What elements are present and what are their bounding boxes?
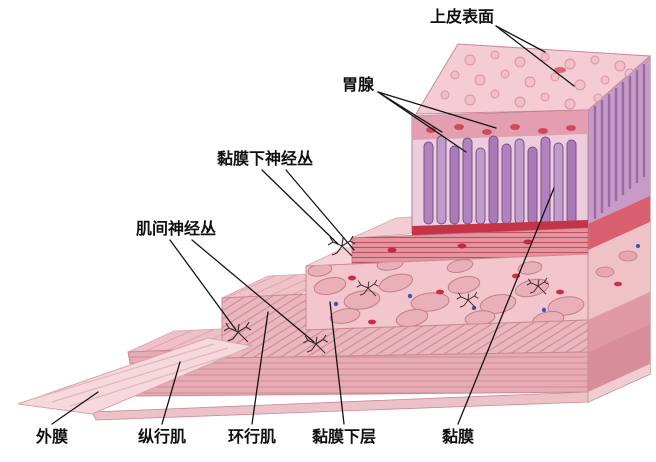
label-circular-muscle: 环行肌 bbox=[228, 427, 276, 446]
longitudinal-muscle-layer bbox=[127, 347, 589, 397]
side-band-circular-muscle bbox=[588, 292, 650, 352]
leader-submucosal-plexus-2 bbox=[285, 169, 355, 251]
label-serosa: 外膜 bbox=[35, 427, 68, 446]
leader-mucosa bbox=[457, 187, 555, 425]
leader-circular bbox=[251, 311, 269, 425]
side-band-longitudinal-muscle bbox=[588, 324, 650, 392]
mucosa-gland-block bbox=[351, 43, 652, 239]
serosa-bottom-rim bbox=[91, 391, 589, 421]
leader-submucosal-plexus-1 bbox=[261, 169, 339, 245]
serosa-streaks bbox=[35, 343, 241, 407]
leader-gland-3 bbox=[377, 91, 497, 129]
leader-myenteric-plexus-1 bbox=[169, 239, 237, 331]
leader-gland-2 bbox=[377, 91, 467, 153]
leader-serosa bbox=[51, 391, 99, 425]
muscularis-mucosae-stripe bbox=[412, 220, 588, 236]
side-gland-striations bbox=[593, 64, 646, 219]
label-gastric-gland: 胃腺 bbox=[342, 75, 375, 94]
serosa-layer bbox=[17, 337, 589, 421]
side-band-submucosa bbox=[588, 222, 650, 320]
label-myenteric-nerve-plexus: 肌间神经丛 bbox=[136, 219, 216, 238]
side-cut-face bbox=[587, 54, 651, 403]
mucosa-base-layer bbox=[305, 227, 589, 267]
leader-myenteric-plexus-2 bbox=[191, 239, 315, 343]
leader-longitudinal bbox=[161, 361, 181, 425]
label-epithelial-surface: 上皮表面 bbox=[430, 7, 494, 26]
label-longitudinal-muscle: 纵行肌 bbox=[138, 427, 186, 446]
leader-epithelial-2 bbox=[495, 25, 575, 87]
gland-top-vessels bbox=[426, 124, 576, 135]
side-band-red bbox=[588, 196, 650, 250]
label-submucosa: 黏膜下层 bbox=[312, 427, 376, 446]
label-mucosa: 黏膜 bbox=[442, 427, 474, 446]
side-band-glands bbox=[588, 56, 650, 224]
leader-lines bbox=[51, 25, 575, 425]
label-submucosal-nerve-plexus: 黏膜下神经丛 bbox=[217, 149, 313, 168]
side-band-serosa bbox=[588, 364, 650, 402]
leader-submucosa bbox=[329, 301, 345, 425]
leader-epithelial-1 bbox=[495, 25, 546, 53]
labels: 上皮表面 胃腺 黏膜下神经丛 肌间神经丛 外膜 纵行肌 环行肌 黏膜下层 黏膜 bbox=[35, 7, 494, 446]
